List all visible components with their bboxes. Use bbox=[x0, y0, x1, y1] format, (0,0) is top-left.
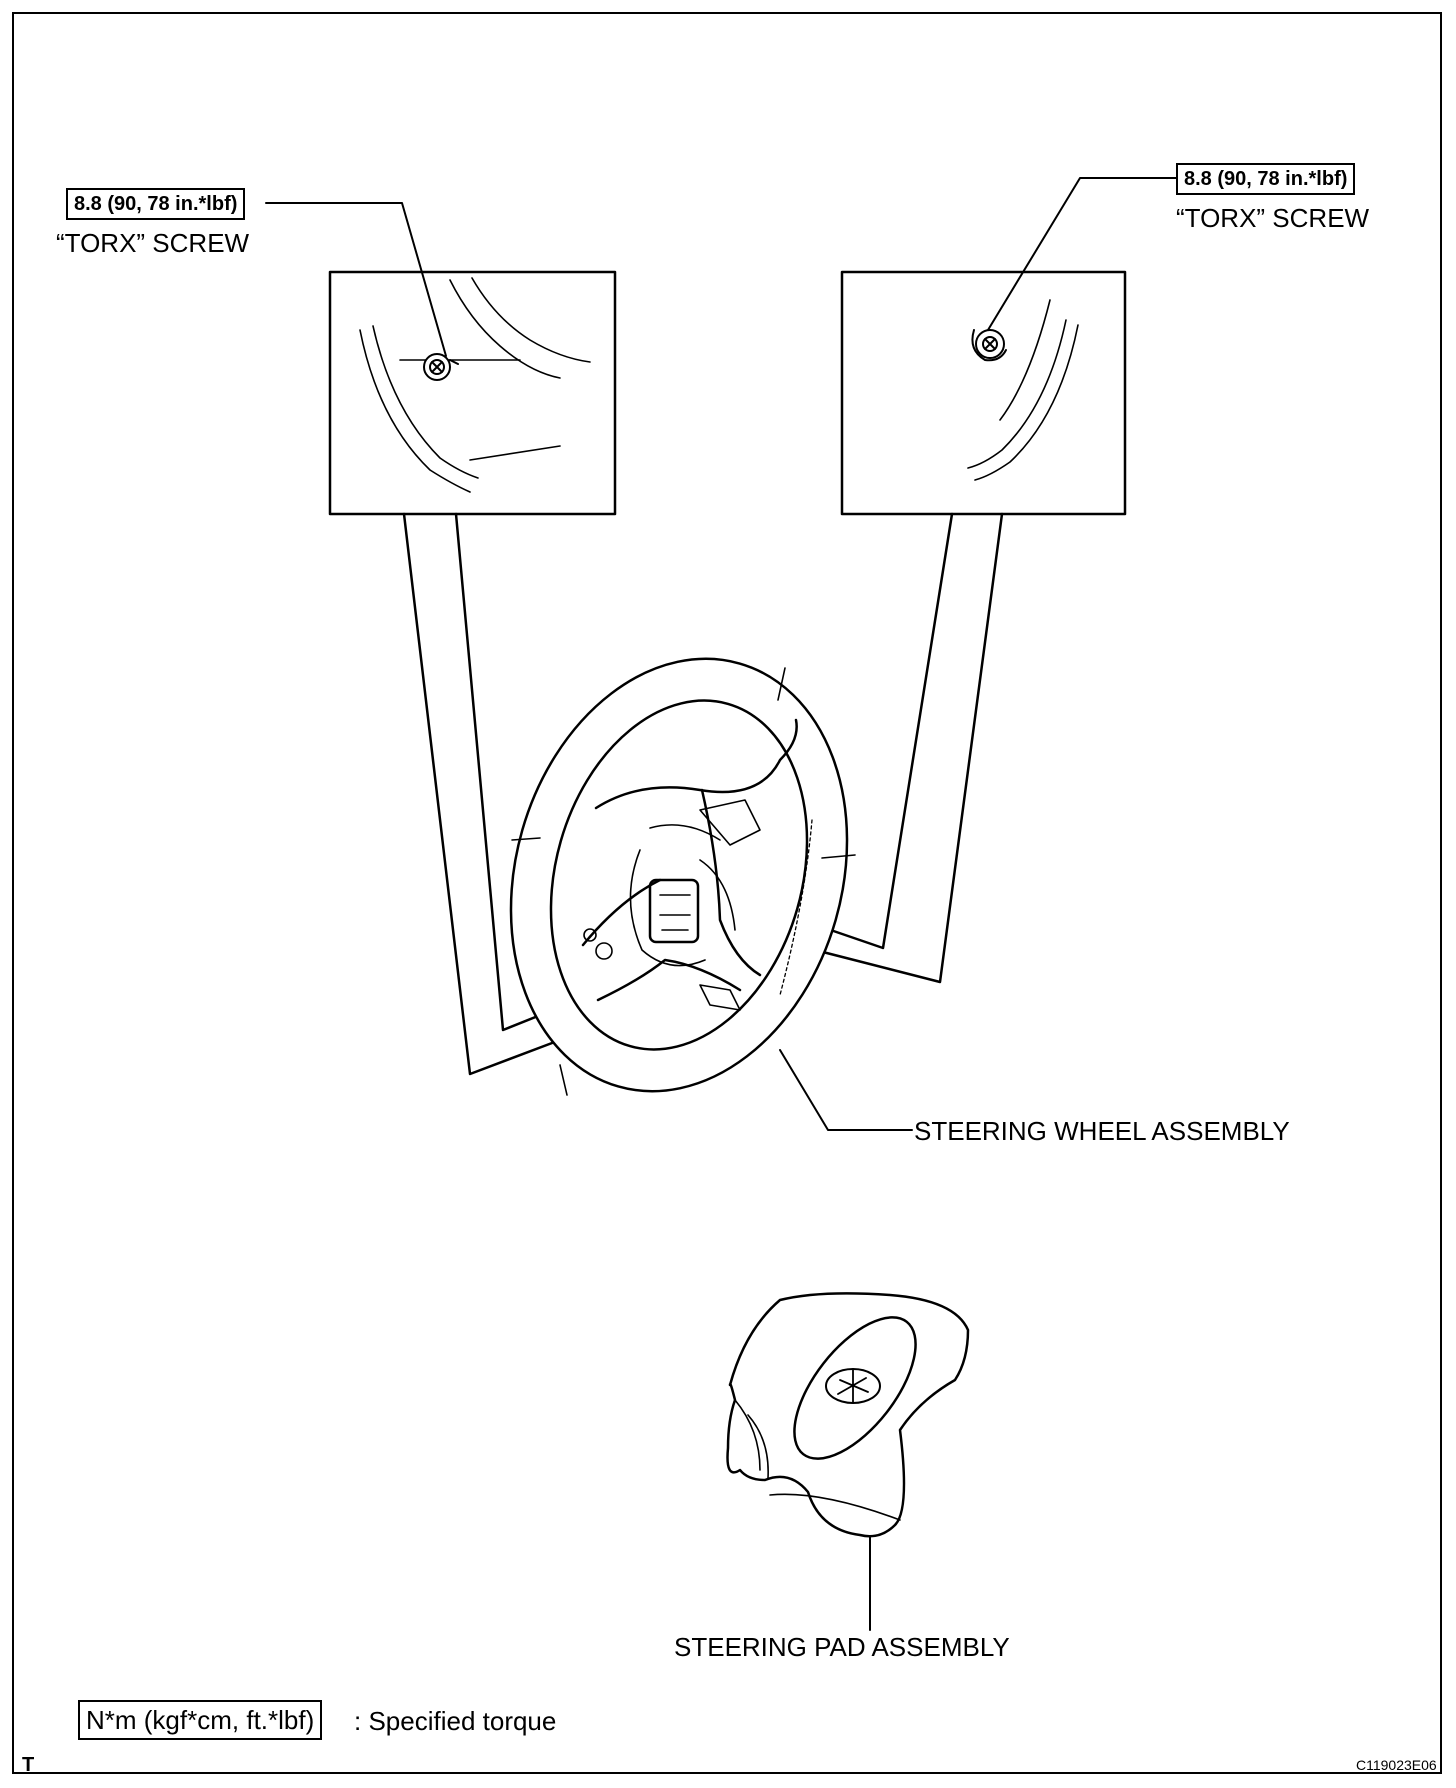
right-screw-label: “TORX” SCREW bbox=[1176, 203, 1370, 233]
left-detail-box bbox=[328, 270, 617, 516]
steering-pad bbox=[726, 1292, 970, 1538]
steering-pad-assembly-label: STEERING PAD ASSEMBLY bbox=[674, 1632, 1010, 1662]
left-detail-sketch bbox=[359, 277, 591, 493]
steering-wheel bbox=[509, 657, 856, 1096]
right-torque-spec: 8.8 (90, 78 in.*lbf) bbox=[1176, 163, 1356, 195]
left-torx-screw bbox=[423, 353, 459, 381]
steering-wheel-leader bbox=[779, 1049, 913, 1131]
torque-legend-description: : Specified torque bbox=[354, 1706, 557, 1736]
figure-code: C119023E06 bbox=[1356, 1757, 1437, 1773]
right-torque-leader bbox=[987, 177, 1181, 331]
steering-wheel-assembly-label: STEERING WHEEL ASSEMBLY bbox=[914, 1116, 1290, 1146]
right-torx-screw bbox=[971, 329, 1007, 362]
left-screw-label: “TORX” SCREW bbox=[56, 228, 250, 258]
right-detail-sketch bbox=[967, 299, 1079, 481]
left-torque-spec: 8.8 (90, 78 in.*lbf) bbox=[66, 188, 246, 220]
corner-mark: T bbox=[22, 1754, 35, 1776]
right-connection-band bbox=[813, 512, 1004, 984]
torque-legend-box: N*m (kgf*cm, ft.*lbf) bbox=[78, 1700, 323, 1740]
left-torque-leader bbox=[265, 202, 447, 357]
diagram-frame bbox=[12, 12, 1442, 1774]
right-detail-box bbox=[840, 270, 1127, 516]
